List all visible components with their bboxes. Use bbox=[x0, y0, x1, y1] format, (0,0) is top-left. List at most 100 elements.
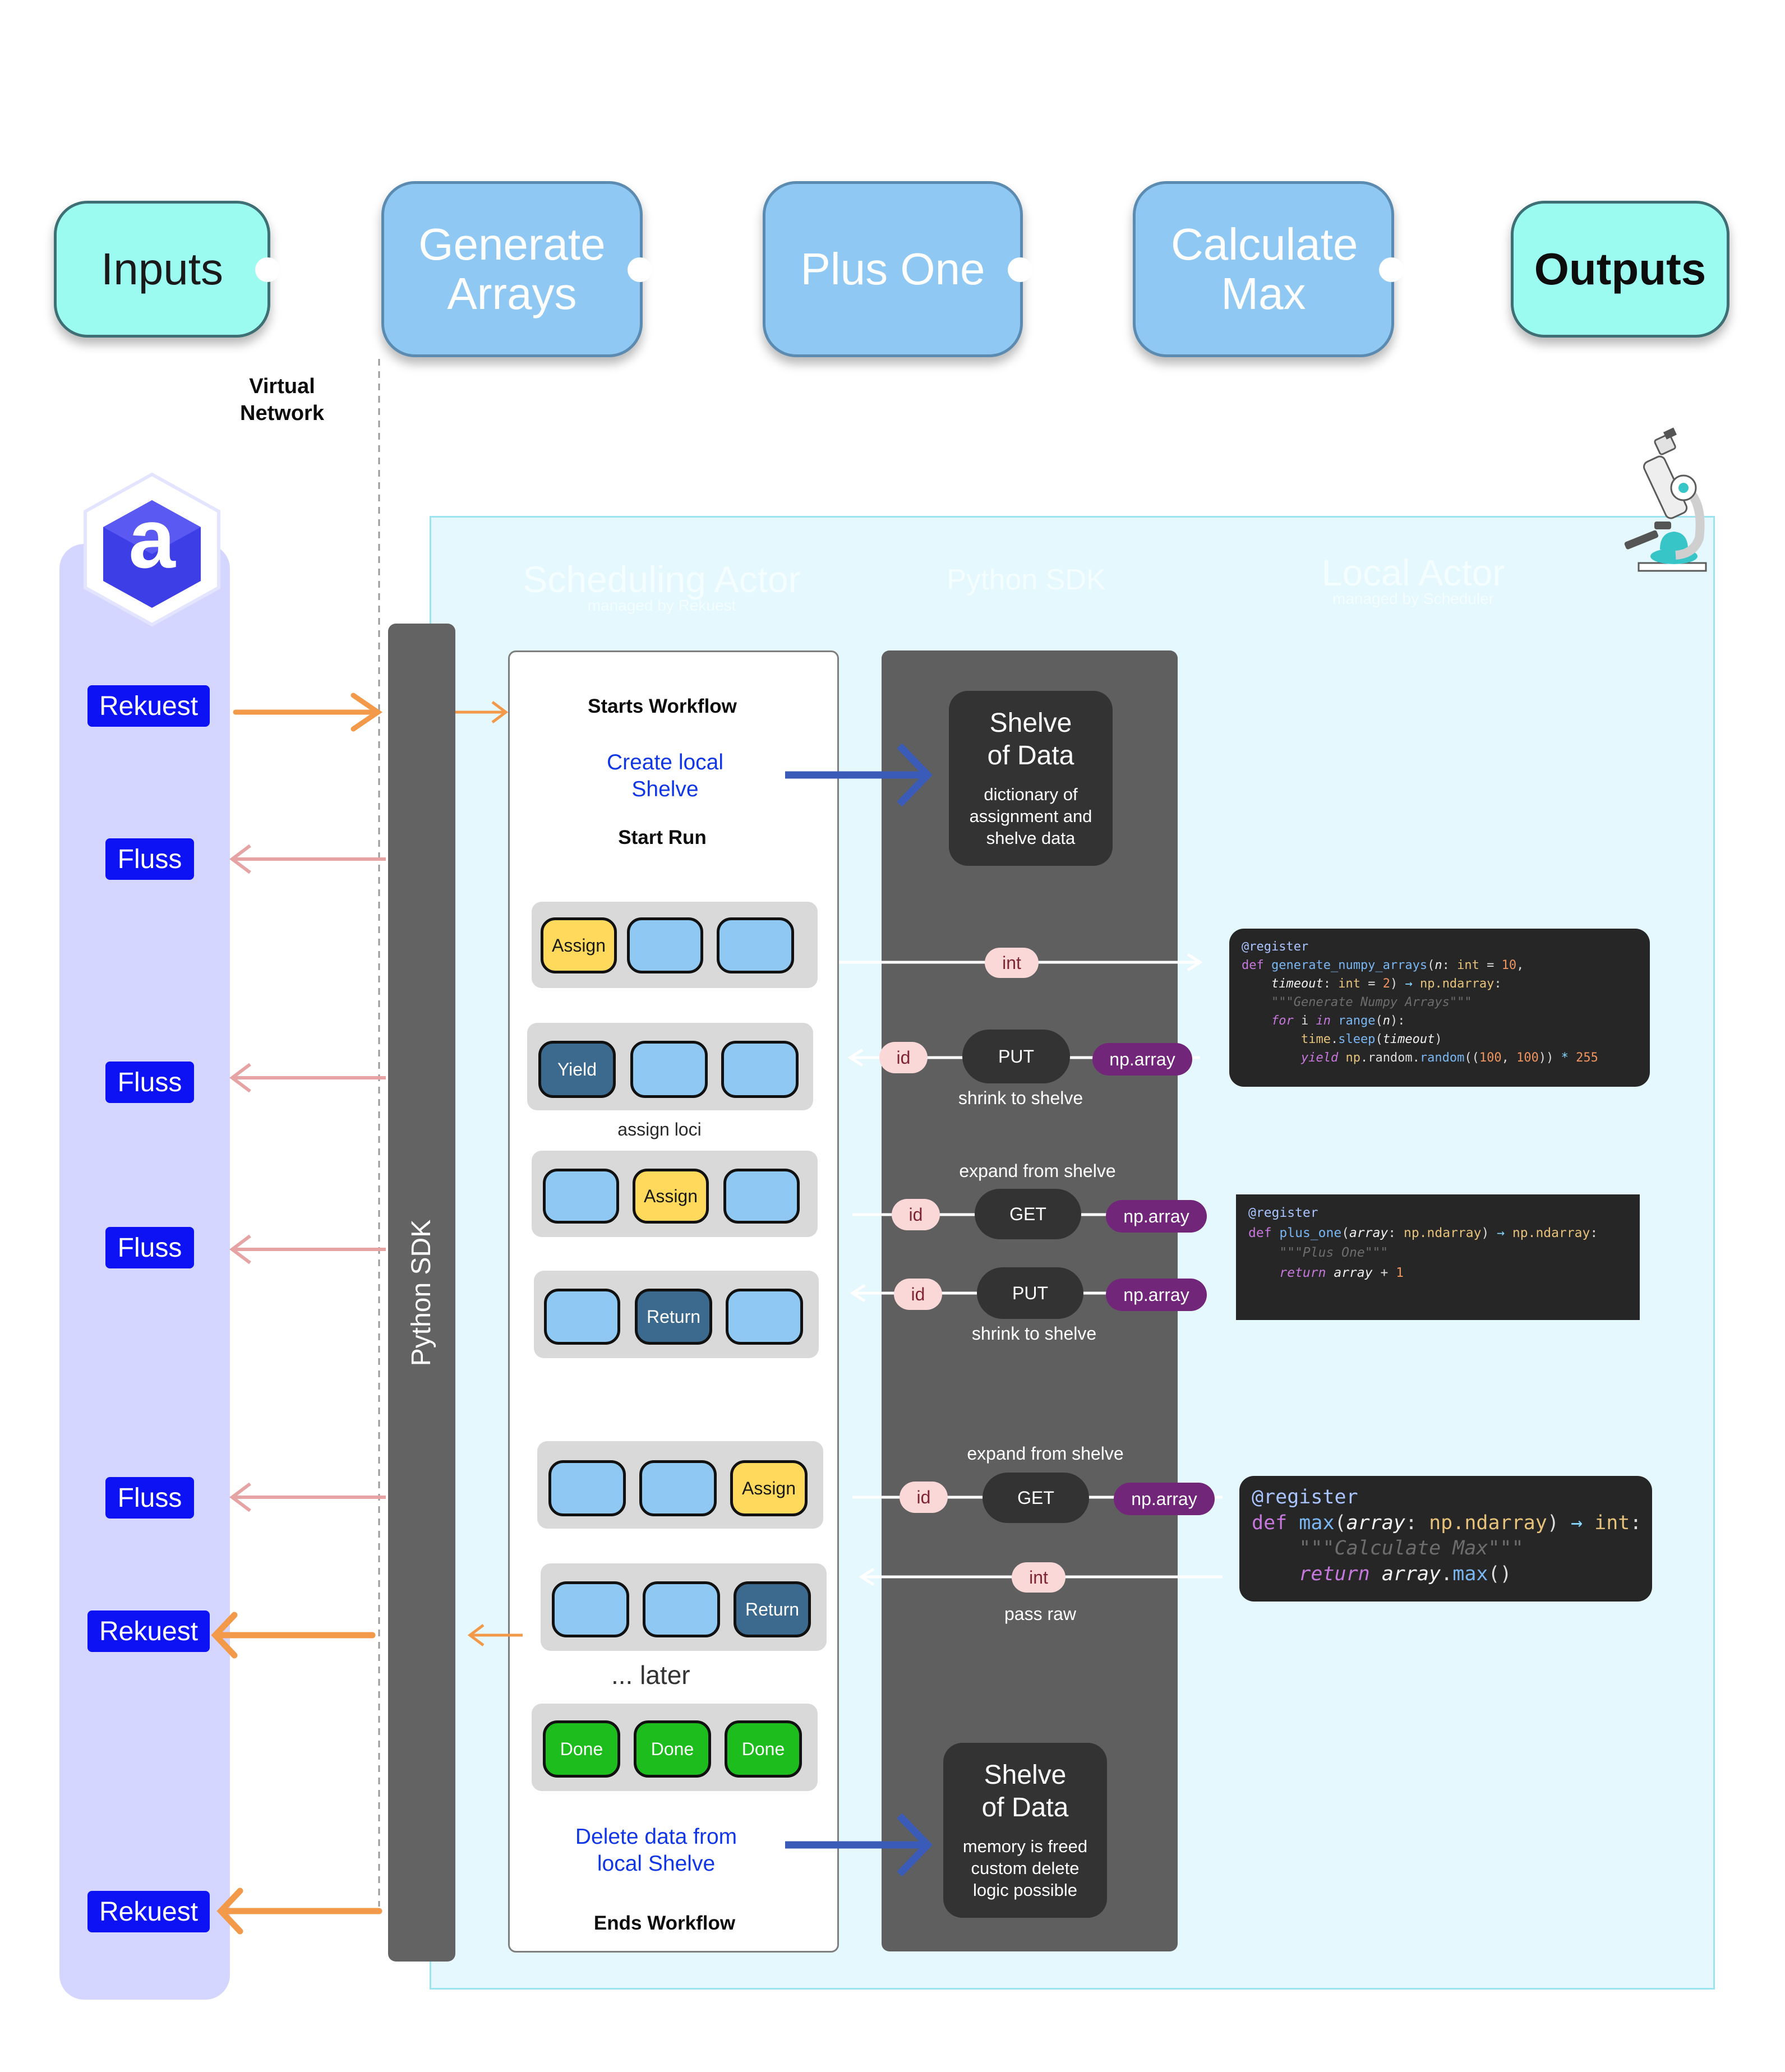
int-pill: int bbox=[985, 948, 1039, 978]
virtual-network-divider bbox=[378, 359, 380, 1907]
id-pill-label: id bbox=[911, 1284, 925, 1304]
code-plus-one: @register def plus_one(array: np.ndarray… bbox=[1236, 1194, 1640, 1320]
rekuest-button[interactable]: Rekuest bbox=[87, 1610, 210, 1652]
virtual-network-label: Virtual Network bbox=[240, 375, 324, 425]
expand-caption: expand from shelve bbox=[967, 1443, 1124, 1464]
done-box[interactable]: Done bbox=[543, 1720, 620, 1778]
shelve-of-data-bottom: Shelve of Data memory is freed custom de… bbox=[943, 1743, 1107, 1918]
fluss-button-label: Fluss bbox=[117, 1483, 182, 1513]
assign-label: Assign bbox=[643, 1185, 698, 1206]
nparray-pill: np.array bbox=[1092, 1043, 1192, 1076]
starts-workflow-label: Starts Workflow bbox=[588, 695, 737, 717]
fluss-button[interactable]: Fluss bbox=[105, 1227, 194, 1268]
task-box[interactable] bbox=[548, 1460, 626, 1516]
task-box[interactable] bbox=[552, 1581, 629, 1637]
get-pill: GET bbox=[975, 1189, 1081, 1239]
delete-data-link[interactable]: Delete data from local Shelve bbox=[575, 1825, 737, 1876]
logo-letter: a bbox=[128, 491, 176, 585]
return-box[interactable]: Return bbox=[635, 1289, 712, 1345]
fluss-button[interactable]: Fluss bbox=[105, 1477, 194, 1519]
assign-label: Assign bbox=[551, 935, 606, 956]
get-pill-label: GET bbox=[1009, 1203, 1046, 1224]
nparray-pill-label: np.array bbox=[1109, 1049, 1175, 1069]
node-plus-one-label: Plus One bbox=[800, 244, 985, 294]
done-label: Done bbox=[651, 1738, 694, 1759]
local-actor-label: Local Actor managed by Scheduler bbox=[1290, 554, 1537, 607]
shelve-title: Shelve of Data bbox=[987, 708, 1074, 770]
output-port[interactable] bbox=[628, 257, 652, 282]
int-pill-label: int bbox=[1002, 952, 1021, 973]
scheduling-actor-label: Scheduling Actor managed by Rekuest bbox=[505, 561, 819, 613]
nparray-pill: np.array bbox=[1106, 1200, 1207, 1233]
fluss-button[interactable]: Fluss bbox=[105, 838, 194, 880]
fluss-button-label: Fluss bbox=[117, 1067, 182, 1097]
shelve-title: Shelve of Data bbox=[981, 1760, 1069, 1822]
rekuest-button[interactable]: Rekuest bbox=[87, 685, 210, 727]
node-calculate-max-label: Calculate Max bbox=[1171, 219, 1358, 319]
done-box[interactable]: Done bbox=[725, 1720, 802, 1778]
output-port[interactable] bbox=[1008, 257, 1032, 282]
rekuest-button-label: Rekuest bbox=[99, 1616, 199, 1646]
return-label: Return bbox=[745, 1599, 800, 1619]
task-box[interactable] bbox=[723, 1169, 800, 1224]
id-pill: id bbox=[892, 1199, 940, 1230]
code-calculate-max: @register def max(array: np.ndarray) → i… bbox=[1239, 1476, 1652, 1602]
done-label: Done bbox=[560, 1738, 603, 1759]
node-inputs-label: Inputs bbox=[101, 244, 223, 294]
task-box[interactable] bbox=[639, 1460, 717, 1516]
shrink-caption: shrink to shelve bbox=[958, 1088, 1083, 1108]
assign-box[interactable]: Assign bbox=[633, 1169, 709, 1224]
rekuest-button[interactable]: Rekuest bbox=[87, 1891, 210, 1932]
fluss-button[interactable]: Fluss bbox=[105, 1062, 194, 1103]
rekuest-button-label: Rekuest bbox=[99, 691, 199, 721]
shrink-caption: shrink to shelve bbox=[971, 1323, 1097, 1344]
id-pill-label: id bbox=[896, 1047, 911, 1068]
yield-box[interactable]: Yield bbox=[538, 1041, 616, 1098]
local-actor-title: Local Actor bbox=[1321, 552, 1505, 593]
task-box[interactable] bbox=[544, 1289, 620, 1345]
return-box[interactable]: Return bbox=[734, 1581, 811, 1637]
arrow-to-fluss bbox=[229, 1234, 386, 1265]
rekuest-button-label: Rekuest bbox=[99, 1896, 199, 1927]
fluss-button-label: Fluss bbox=[117, 1233, 182, 1263]
shelve-of-data-top: Shelve of Data dictionary of assignment … bbox=[949, 691, 1113, 866]
expand-caption: expand from shelve bbox=[959, 1161, 1116, 1181]
return-label: Return bbox=[646, 1306, 701, 1327]
assign-box[interactable]: Assign bbox=[541, 917, 617, 973]
node-outputs[interactable]: Outputs bbox=[1511, 201, 1729, 338]
task-box[interactable] bbox=[643, 1581, 720, 1637]
id-pill: id bbox=[879, 1042, 928, 1073]
ends-workflow-label: Ends Workflow bbox=[593, 1912, 736, 1934]
node-inputs[interactable]: Inputs bbox=[54, 201, 280, 338]
node-plus-one[interactable]: Plus One bbox=[763, 181, 1032, 357]
id-pill-label: id bbox=[916, 1487, 931, 1507]
output-port[interactable] bbox=[255, 257, 280, 282]
task-box[interactable] bbox=[630, 1041, 708, 1098]
nparray-pill: np.array bbox=[1106, 1279, 1207, 1311]
node-generate-arrays[interactable]: Generate Arrays bbox=[381, 181, 652, 357]
node-calculate-max[interactable]: Calculate Max bbox=[1133, 181, 1404, 357]
done-box[interactable]: Done bbox=[634, 1720, 711, 1778]
node-outputs-label: Outputs bbox=[1534, 244, 1706, 294]
assign-box[interactable]: Assign bbox=[730, 1460, 808, 1516]
int-pill-label: int bbox=[1029, 1567, 1048, 1588]
output-port[interactable] bbox=[1379, 257, 1404, 282]
fluss-button-label: Fluss bbox=[117, 844, 182, 874]
python-sdk-ghost-title: Python SDK bbox=[947, 564, 1106, 596]
code-generate-arrays: @register def generate_numpy_arrays(n: i… bbox=[1229, 929, 1650, 1087]
arrow-to-rekuest bbox=[216, 1888, 382, 1935]
task-box[interactable] bbox=[717, 917, 794, 973]
task-box[interactable] bbox=[721, 1041, 799, 1098]
create-shelve-link[interactable]: Create local Shelve bbox=[606, 750, 724, 801]
get-pill: GET bbox=[983, 1473, 1089, 1523]
scheduling-actor-title: Scheduling Actor bbox=[523, 559, 801, 600]
assign-loci-label: assign loci bbox=[617, 1119, 702, 1139]
arrow-sdk-to-workflow bbox=[455, 701, 509, 723]
task-box[interactable] bbox=[543, 1169, 619, 1224]
pass-raw-caption: pass raw bbox=[1004, 1604, 1077, 1624]
node-generate-arrays-label: Generate Arrays bbox=[418, 219, 606, 319]
task-box[interactable] bbox=[726, 1289, 803, 1345]
arrow-to-fluss bbox=[229, 1063, 386, 1093]
task-box[interactable] bbox=[627, 917, 703, 973]
arrow-create-shelve bbox=[785, 743, 933, 807]
